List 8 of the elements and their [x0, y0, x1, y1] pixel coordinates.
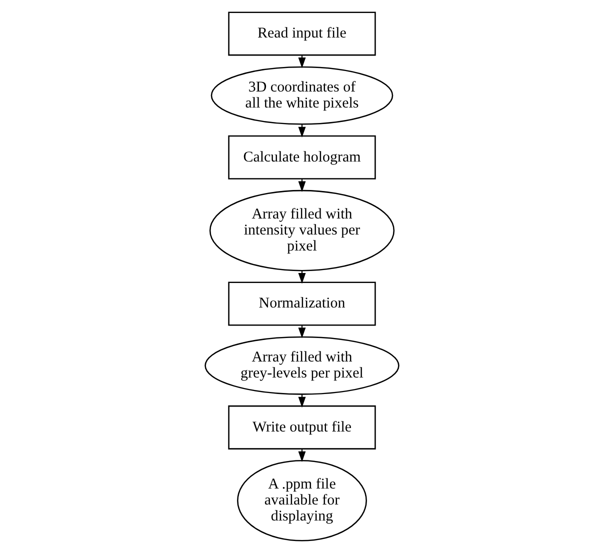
node-ellipse: Array filled with intensity values per pixel — [208, 190, 394, 272]
node-ellipse: Array filled with grey-levels per pixel — [204, 336, 399, 395]
node-box: Normalization — [228, 282, 376, 326]
node-ellipse: A .ppm file available for displaying — [236, 460, 366, 542]
node-ellipse: 3D coordinates of all the white pixels — [210, 66, 393, 125]
node-box: Calculate hologram — [228, 135, 376, 180]
node-box: Read input file — [228, 12, 376, 56]
node-box: Write output file — [228, 405, 376, 450]
